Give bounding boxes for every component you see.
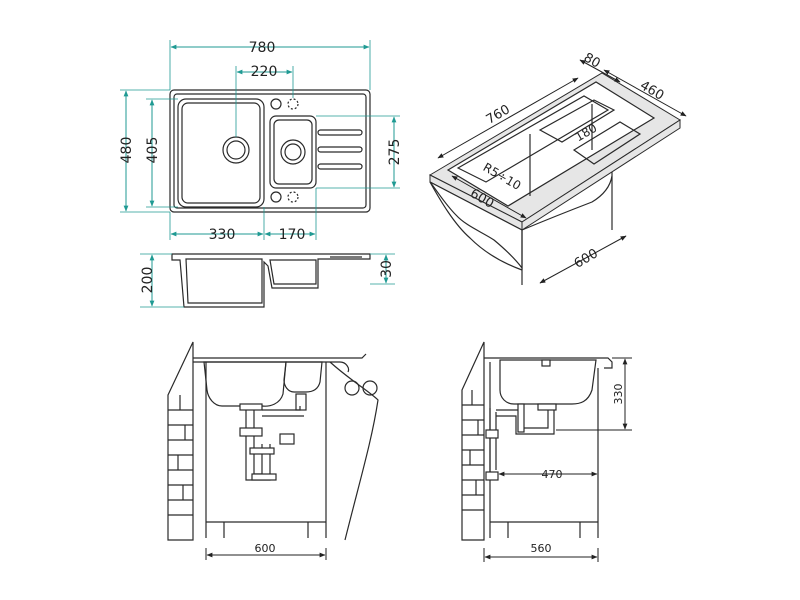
dim-rim-height-label: 30	[379, 260, 395, 278]
iso-depth-label: 80	[581, 50, 603, 71]
dim-offset-label: 470	[542, 468, 563, 481]
overflow-hole	[270, 191, 282, 203]
side-siphon	[485, 403, 557, 481]
small-bowl	[269, 115, 317, 189]
dim-drain-spacing-label: 220	[251, 64, 278, 80]
brick-wall	[167, 341, 194, 541]
front-sink-bowl	[203, 361, 287, 407]
dim-small-bowl-width-label: 170	[279, 227, 306, 243]
dim-depth-label: 480	[119, 137, 135, 164]
dim-height-label: 330	[612, 384, 625, 405]
iso-cabinet-depth-b-label: 600	[572, 246, 601, 271]
side-sink-bowl	[499, 359, 597, 405]
socket	[344, 380, 360, 396]
dim-cabinet-width-label: 600	[255, 542, 276, 555]
main-bowl	[177, 98, 265, 208]
dim-cabinet-depth-label: 560	[531, 542, 552, 555]
dim-main-bowl-width-label: 330	[209, 227, 236, 243]
profile-outline	[171, 253, 371, 308]
side-brick-wall	[461, 341, 485, 541]
drainer-groove	[317, 129, 363, 136]
isometric-view: 80 460 760 R5÷10 180 600 600	[428, 50, 687, 285]
front-install-view: 600	[167, 341, 379, 560]
dim-small-bowl-depth-label: 275	[387, 139, 403, 166]
small-drain	[280, 139, 306, 165]
dim-main-bowl-depth-label: 405	[145, 137, 161, 164]
siphon	[239, 393, 307, 481]
tap-hole	[270, 98, 282, 110]
dim-width-label: 780	[249, 40, 276, 56]
dim-bowl-depth-label: 200	[140, 267, 156, 294]
side-profile: 200 30	[140, 253, 395, 308]
side-install-view: 330 470 560	[461, 341, 632, 562]
top-view: 780 220 480 405 275 330 170	[119, 40, 403, 243]
